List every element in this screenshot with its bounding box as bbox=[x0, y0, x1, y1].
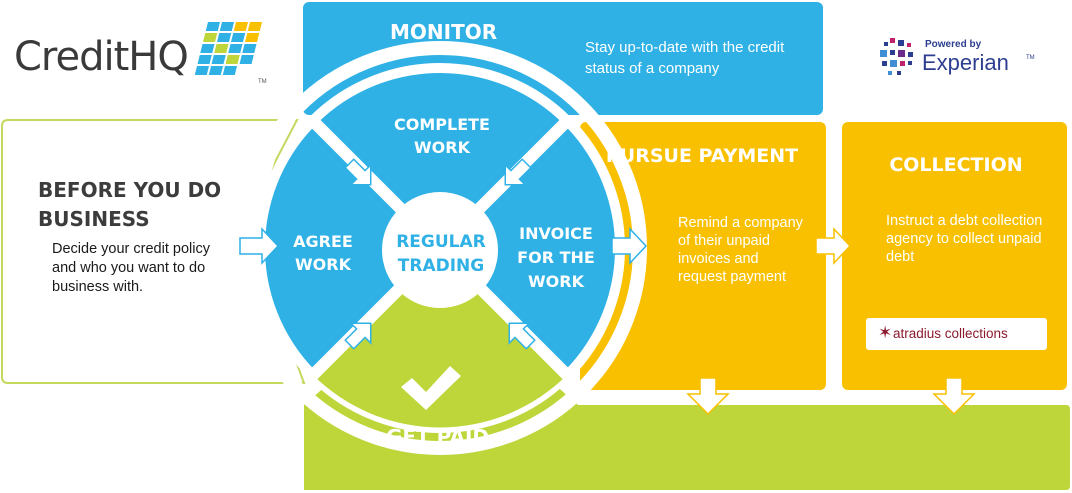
pursue-payment-title: PURSUE PAYMENT bbox=[605, 145, 799, 167]
credithq-logo: CreditHQ bbox=[14, 34, 189, 80]
atradius-logo-box bbox=[866, 318, 1047, 350]
before-business-title: BEFORE YOU DO BUSINESS bbox=[38, 178, 222, 231]
arrow-complete-icon bbox=[344, 158, 372, 186]
arrow-invoice-icon bbox=[504, 158, 532, 186]
collection-title: COLLECTION bbox=[889, 154, 1023, 176]
before-business-description: Decide your credit policy and who you wa… bbox=[52, 241, 210, 295]
arrow-pursue-down-icon bbox=[686, 377, 730, 416]
atradius-star-icon: ✶ bbox=[878, 323, 893, 342]
credithq-trademark: TM bbox=[258, 79, 267, 85]
center-circle bbox=[382, 192, 498, 308]
atradius-logo-text: atradius collections bbox=[893, 326, 1008, 341]
experian-brand: Experian bbox=[922, 50, 1009, 75]
arrow-icons bbox=[239, 158, 976, 416]
arrow-into-pursue-icon bbox=[611, 227, 648, 265]
checkmark-icon bbox=[401, 366, 461, 410]
powered-by-label: Powered by bbox=[925, 39, 982, 50]
step-agree-work: AGREE WORK bbox=[293, 232, 353, 274]
cycle-bottom-wedge bbox=[313, 248, 567, 428]
monitor-description: Stay up-to-date with the credit status o… bbox=[585, 39, 785, 77]
step-complete-work: COMPLETE WORK bbox=[394, 115, 490, 157]
monitor-title: MONITOR bbox=[390, 20, 498, 44]
arrow-agree-icon bbox=[344, 322, 372, 350]
pursue-payment-description: Remind a company of their unpaid invoice… bbox=[678, 215, 803, 285]
experian-logo-icon bbox=[880, 38, 913, 75]
pursue-payment-panel bbox=[580, 122, 826, 390]
arrow-collection-down-icon bbox=[932, 377, 976, 416]
collection-description: Instruct a debt collection agency to col… bbox=[886, 213, 1043, 265]
center-regular-trading: REGULAR TRADING bbox=[396, 232, 486, 276]
arrow-getpaid-icon bbox=[508, 322, 536, 350]
arrow-into-agree-icon bbox=[239, 227, 280, 265]
step-invoice-work: INVOICE FOR THE WORK bbox=[517, 224, 595, 291]
arrow-into-collection-icon bbox=[815, 227, 852, 265]
credithq-grid-icon bbox=[194, 22, 262, 75]
experian-trademark: TM bbox=[1026, 55, 1035, 61]
get-paid-title: GET PAID bbox=[386, 425, 490, 449]
